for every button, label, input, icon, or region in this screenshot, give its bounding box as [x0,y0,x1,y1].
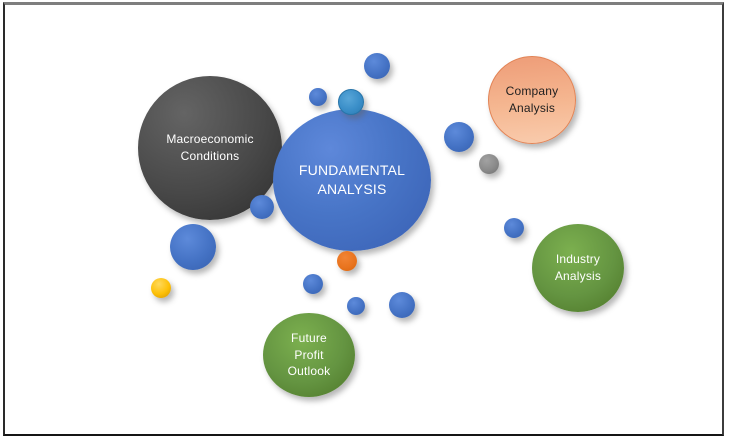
bubble-dot-blue-upper-right [444,122,474,152]
bubble-dot-blue-top [364,53,390,79]
bubble-dot-blue-mid-right [504,218,524,238]
bubble-dot-blue-behind [250,195,274,219]
bubble-dot-gray [479,154,499,174]
bubble-dot-blue-bottom-1 [303,274,323,294]
bubble-dot-blue-top-small [309,88,327,106]
bubble-dot-blue-bottom-3 [389,292,415,318]
bubble-dot-blue-lower-left [170,224,216,270]
bubble-dot-gold [151,278,171,298]
bubble-dot-teal [338,89,364,115]
bubble-dot-blue-bottom-2 [347,297,365,315]
bubble-dot-orange [337,251,357,271]
